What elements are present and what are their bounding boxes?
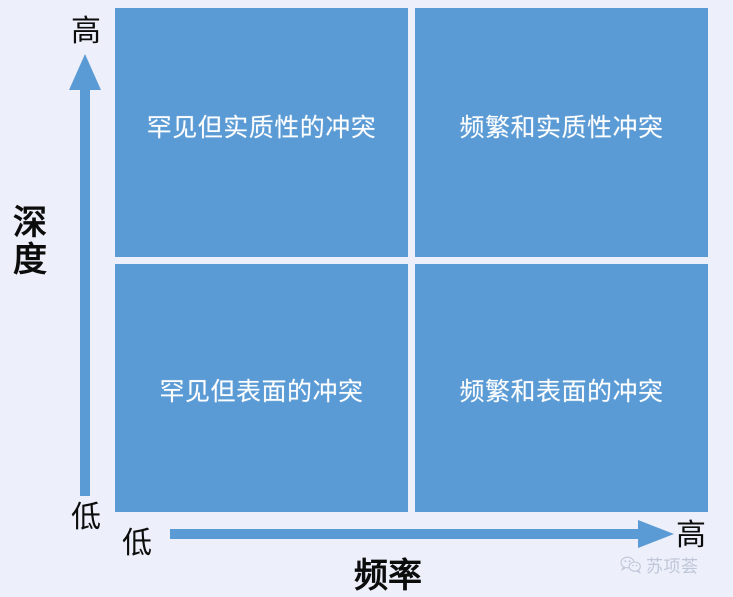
watermark-text: 苏项荟: [646, 557, 699, 576]
x-axis-high-label: 高: [676, 519, 706, 552]
y-axis-title: 深 度: [6, 205, 54, 279]
quadrant-matrix: 罕见但实质性的冲突 频繁和实质性冲突 罕见但表面的冲突 频繁和表面的冲突: [115, 8, 708, 512]
quadrant-label-bottom-right: 频繁和表面的冲突: [459, 379, 664, 407]
y-axis-low-label: 低: [71, 501, 101, 534]
x-axis-low-label: 低: [122, 527, 152, 560]
vertical-axis-arrow-icon: [66, 52, 104, 498]
quadrant-high-depth-high-frequency: 频繁和实质性冲突: [415, 8, 708, 257]
wechat-icon: [620, 556, 642, 574]
quadrant-label-top-left: 罕见但实质性的冲突: [146, 114, 377, 142]
x-axis-title: 频率: [354, 558, 422, 595]
watermark: 苏项荟: [620, 552, 699, 577]
horizontal-axis-arrow-icon: [168, 518, 676, 550]
y-axis-high-label: 高: [71, 15, 101, 48]
quadrant-low-depth-low-frequency: 罕见但表面的冲突: [115, 263, 408, 512]
quadrant-high-depth-low-frequency: 罕见但实质性的冲突: [115, 8, 408, 257]
y-axis-title-char-1: 深: [13, 205, 47, 242]
quadrant-label-top-right: 频繁和实质性冲突: [459, 114, 664, 142]
quadrant-label-bottom-left: 罕见但表面的冲突: [159, 379, 364, 407]
y-axis-title-char-2: 度: [13, 241, 47, 279]
quadrant-low-depth-high-frequency: 频繁和表面的冲突: [415, 263, 708, 512]
